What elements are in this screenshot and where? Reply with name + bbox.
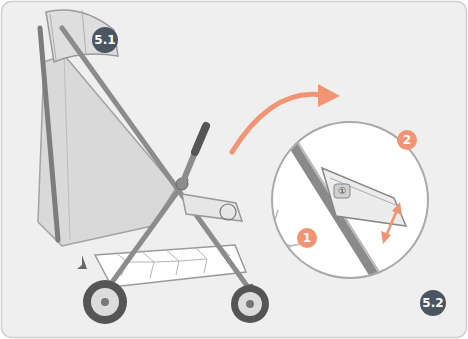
callout-number: 5.2 [420,290,446,316]
adjust-arrow [381,202,402,244]
release-button [334,184,350,198]
armrest-grip [195,126,206,152]
seat-frame [40,28,58,240]
leg-rest [182,194,242,221]
callout-number: 2 [397,130,417,150]
callout-number: 5.1 [92,27,118,53]
main-frame [62,28,250,290]
seat-fabric [38,55,176,246]
detail-inset [270,122,428,292]
callout-number: ① [336,185,348,197]
callout-number: 1 [297,228,317,248]
detail-marker [220,204,236,220]
rear-leg [105,180,186,292]
stroller [38,10,269,324]
front-wheel [231,285,269,323]
rear-wheel [83,280,127,324]
brake [77,255,87,269]
